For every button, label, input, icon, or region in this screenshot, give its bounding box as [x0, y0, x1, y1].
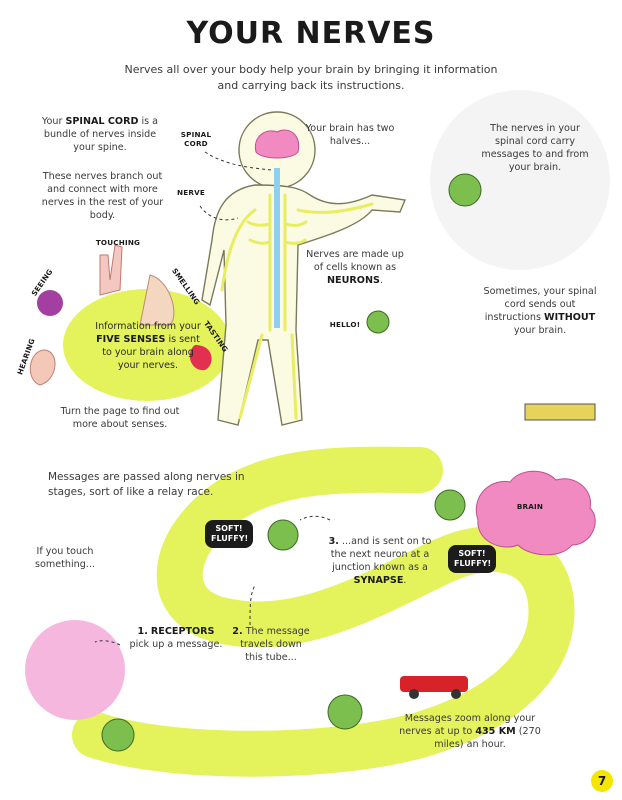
- big-brain: [475, 470, 596, 556]
- neurons: [101, 173, 482, 752]
- brain-halves-text: Your brain has two halves...: [305, 123, 395, 147]
- car-wheel: [409, 689, 419, 699]
- branches-text: These nerves branch out and connect with…: [41, 171, 164, 221]
- zoom-text: Messages zoom along your nerves at up to…: [399, 713, 541, 750]
- spinal-messages-circle: [430, 90, 610, 270]
- hand-shape: [99, 244, 123, 296]
- tongue-shape: [189, 345, 212, 371]
- car-wheel: [451, 689, 461, 699]
- five-senses-blob: [63, 289, 231, 401]
- brain-label: BRAIN: [516, 502, 544, 511]
- five-senses-text: Information from your FIVE SENSES is sen…: [95, 321, 201, 371]
- racing-car: [400, 676, 468, 692]
- hello-label: HELLO!: [329, 320, 361, 329]
- intro-text: Nerves all over your body help your brai…: [124, 63, 498, 92]
- step-2-text: 2. The message travels down this tube...: [232, 626, 310, 663]
- ear-shape: [30, 349, 56, 386]
- if-you-touch-text: If you touch something...: [35, 546, 95, 570]
- spinal-cord-shape: [274, 168, 280, 328]
- touch-circle: [25, 620, 125, 720]
- step-3-text: 3. ...and is sent on to the next neuron …: [328, 536, 432, 586]
- relay-nerve-track: [72, 446, 575, 777]
- nerve-label: NERVE: [177, 188, 205, 197]
- spinal-messages-text: The nerves in your spinal cord carry mes…: [481, 123, 589, 173]
- nose-shape: [139, 274, 175, 326]
- touching-label: TOUCHING: [95, 238, 141, 247]
- frying-pan: [524, 403, 596, 421]
- page-title: YOUR NERVES: [186, 16, 436, 51]
- pointer-arrows: [94, 151, 331, 646]
- soft-fluffy-bubble-left: SOFT! FLUFFY!: [205, 520, 253, 548]
- spinal-cord-text: Your SPINAL CORD is a bundle of nerves i…: [41, 116, 159, 153]
- relay-text: Messages are passed along nerves in stag…: [48, 471, 245, 498]
- without-text: Sometimes, your spinal cord sends out in…: [483, 286, 597, 336]
- spinal-cord-label: SPINAL CORD: [180, 130, 212, 148]
- head-brain: [254, 129, 300, 159]
- page-number: 7: [591, 770, 613, 792]
- body-nerves: [220, 193, 374, 420]
- neurons-text: Nerves are made up of cells known as NEU…: [306, 249, 404, 286]
- soft-fluffy-bubble-right: SOFT! FLUFFY!: [448, 545, 496, 573]
- eye-shape: [37, 290, 63, 316]
- turn-page-text: Turn the page to find out more about sen…: [60, 406, 180, 430]
